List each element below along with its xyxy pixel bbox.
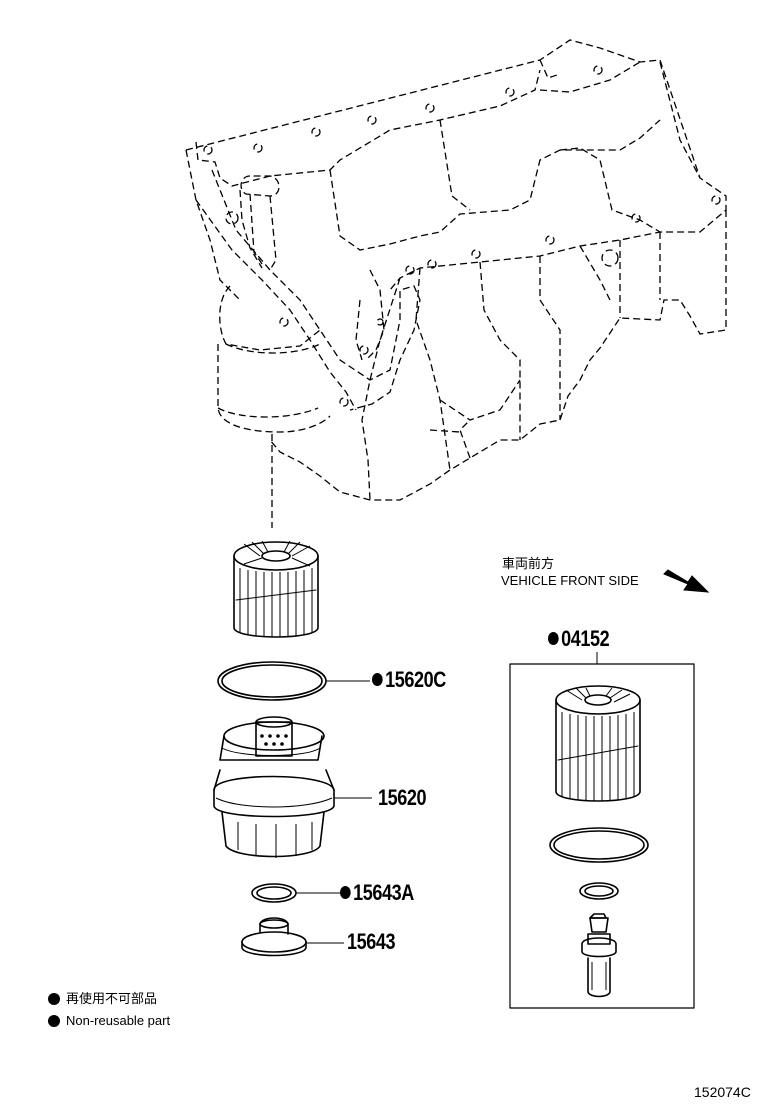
part-number-04152: 04152 bbox=[561, 626, 610, 651]
legend-text-en: Non-reusable part bbox=[66, 1013, 171, 1028]
part-label-15643A: 15643A bbox=[340, 882, 414, 904]
illustration-code: 152074C bbox=[694, 1084, 751, 1100]
filled-circle-icon bbox=[48, 992, 60, 1005]
part-number-15620C: 15620C bbox=[385, 667, 446, 692]
legend-text-ja: 再使用不可部品 bbox=[66, 991, 158, 1006]
non-reusable-marker-icon bbox=[340, 885, 351, 899]
part-label-15643: 15643 bbox=[347, 929, 396, 954]
part-number-15620: 15620 bbox=[378, 785, 427, 810]
vehicle-front-label-ja: 車両前方 bbox=[502, 556, 555, 571]
vehicle-front-label-en: VEHICLE FRONT SIDE bbox=[501, 573, 639, 588]
engine-block-drawing bbox=[185, 39, 727, 528]
arrow-down-right-icon bbox=[663, 569, 710, 593]
drain-plug-drawing bbox=[241, 917, 344, 957]
part-number-15643: 15643 bbox=[347, 929, 396, 954]
legend-line-ja: 再使用不可部品 bbox=[48, 992, 157, 1005]
legend-line-en: Non-reusable part bbox=[48, 1014, 170, 1027]
non-reusable-marker-icon bbox=[372, 672, 383, 686]
o-ring-large-drawing bbox=[217, 661, 370, 701]
non-reusable-marker-icon bbox=[548, 631, 559, 645]
oil-filter-element-drawing bbox=[233, 540, 319, 638]
kit-04152-drawing bbox=[509, 652, 695, 1009]
part-number-15643A: 15643A bbox=[353, 880, 414, 905]
oil-filter-cap-drawing bbox=[213, 716, 372, 858]
part-label-15620: 15620 bbox=[378, 785, 427, 810]
filled-circle-icon bbox=[48, 1014, 60, 1027]
part-label-15620C: 15620C bbox=[372, 669, 446, 691]
drain-o-ring-drawing bbox=[251, 883, 340, 903]
part-label-04152: 04152 bbox=[548, 626, 610, 651]
